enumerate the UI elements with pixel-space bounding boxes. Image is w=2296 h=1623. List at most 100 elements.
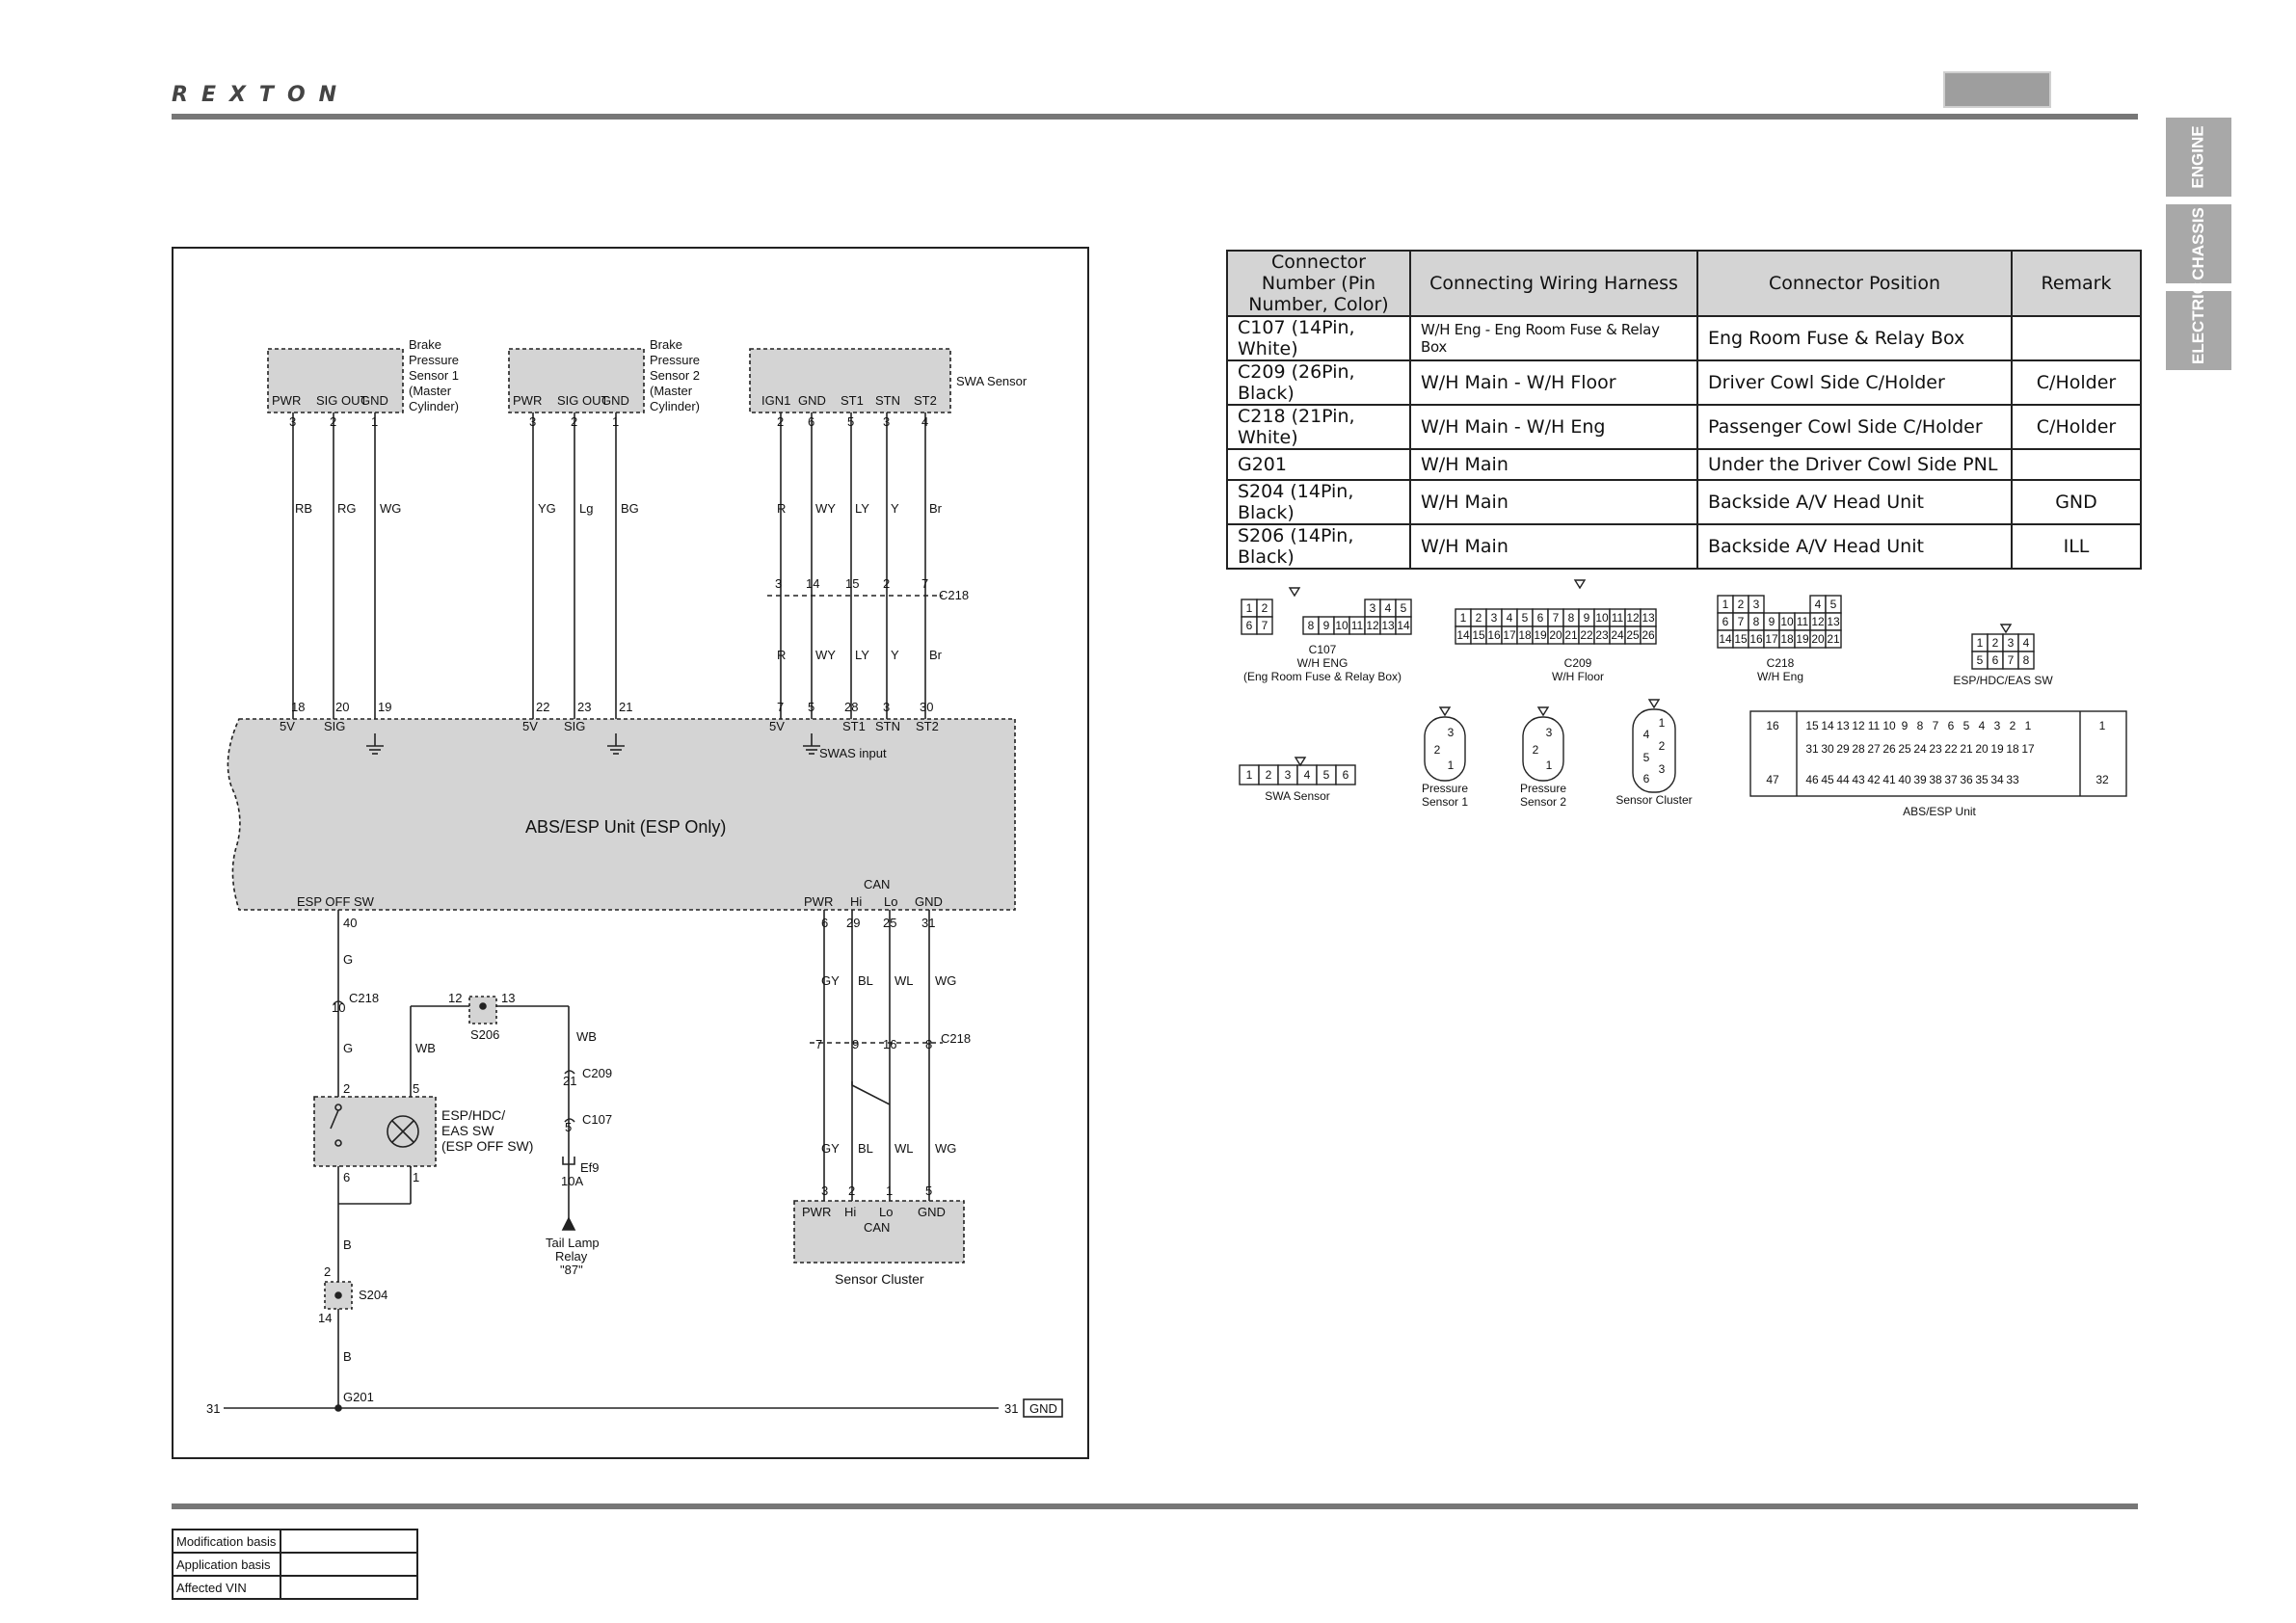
esp-wire-g-2: G (343, 1041, 353, 1055)
wiring-diagram-frame (172, 247, 1089, 1459)
abs-pin-label: 24 (1913, 742, 1927, 756)
bps1-num-2: 2 (330, 414, 336, 429)
cluster-title-0: Sensor Cluster (1615, 793, 1692, 807)
bps1-wire-1: RB (295, 501, 312, 516)
c107-pin-label: 4 (1385, 601, 1392, 615)
c107-pin-label: 10 (1335, 619, 1348, 632)
abs-pin-label: 21 (1960, 742, 1973, 756)
ps2-title-1: Sensor 2 (1520, 795, 1566, 809)
swa-unit-pin-1: 7 (777, 700, 784, 714)
c218-pin-label: 7 (1738, 615, 1745, 628)
abs-pin-label: 8 (1917, 719, 1924, 732)
bps2-pin-gnd: GND (601, 393, 629, 408)
c209-label: C209 (582, 1066, 612, 1080)
c209-pin-label: 13 (1642, 611, 1655, 625)
bps2-wire-2: Lg (579, 501, 593, 516)
c218-pin-label: 3 (1753, 598, 1760, 611)
c107-pin-label: 1 (1246, 601, 1253, 615)
cluster-pin-lo: Lo (879, 1205, 893, 1219)
unit-label-sig-2: SIG (564, 719, 585, 733)
header-wiring-harness: Connecting Wiring Harness (1409, 250, 1698, 317)
cell-remark: C/Holder (2011, 404, 2142, 450)
c107-pin (1256, 616, 1273, 635)
bps1-name-4: (Master (409, 384, 452, 398)
c218-pin-label: 14 (1719, 632, 1732, 646)
swa-pin-label: 4 (1304, 768, 1311, 782)
brake-pressure-sensor-2-box (508, 348, 645, 413)
tab-chassis[interactable]: CHASSIS (2166, 204, 2231, 283)
abs-pin-label: 23 (1929, 742, 1942, 756)
tab-electric[interactable]: ELECTRIC (2166, 282, 2231, 370)
swa-pin-4: STN (875, 393, 900, 408)
swa-wire-5: Br (929, 501, 943, 516)
bps2-num-1: 3 (529, 414, 536, 429)
ps1-pin-label: 2 (1434, 743, 1441, 757)
tab-engine[interactable]: ENGINE (2166, 118, 2231, 197)
bps1-unit-pin-2: 20 (335, 700, 349, 714)
bps2-pin-pwr: PWR (513, 393, 542, 408)
swa-wire-b-5: Br (929, 648, 943, 662)
swa-wire-4: Y (891, 501, 899, 516)
revision-row: Application basis (172, 1552, 418, 1577)
c209-pin-label: 12 (1626, 611, 1640, 625)
c107-pin-label: 14 (1397, 619, 1410, 632)
c209-pin-label: 19 (1534, 628, 1547, 642)
header-connector-position: Connector Position (1696, 250, 2013, 317)
cell-position: Eng Room Fuse & Relay Box (1696, 315, 2013, 361)
tail-lamp-3: "87" (560, 1263, 583, 1277)
ground-pin-left: 31 (206, 1401, 220, 1416)
c209-pin-label: 3 (1491, 611, 1498, 625)
table-row: C107 (14Pin, White) W/H Eng - Eng Room F… (1226, 315, 2142, 361)
cluster-pin-label: 3 (1659, 762, 1666, 776)
swa-title-0: SWA Sensor (1265, 789, 1330, 803)
c107-title-1: W/H ENG (1297, 656, 1348, 670)
cluster-pin-pwr: PWR (802, 1205, 831, 1219)
esp-sw-pin-label: 3 (2008, 636, 2015, 650)
c209-pin-label: 15 (1472, 628, 1485, 642)
bps2-unit-pin-1: 22 (536, 700, 549, 714)
table-row: C218 (21Pin, White) W/H Main - W/H Eng P… (1226, 404, 2142, 450)
bps1-unit-pin-3: 19 (378, 700, 391, 714)
cluster-pin-label: 2 (1659, 739, 1666, 753)
cluster-wire-b-2: BL (858, 1141, 873, 1156)
cell-connector: C218 (21Pin, White) (1226, 404, 1411, 450)
c218-pin-label: 18 (1780, 632, 1794, 646)
c209-pin-label: 14 (1456, 628, 1470, 642)
c218-pin-label: 19 (1796, 632, 1809, 646)
c218-pin-label: 2 (1738, 598, 1745, 611)
abs-pin-label: 40 (1898, 773, 1911, 786)
c107-pin-label: 12 (1366, 619, 1379, 632)
cluster-pin-label: 4 (1643, 728, 1650, 741)
bps1-pin-pwr: PWR (272, 393, 301, 408)
abs-pin-label: 45 (1821, 773, 1834, 786)
swa-pin-label: 3 (1285, 768, 1292, 782)
ps2-pin-label: 1 (1546, 758, 1553, 772)
bps1-name-5: Cylinder) (409, 399, 459, 413)
application-basis-value (280, 1552, 418, 1577)
swa-num-2: 6 (808, 414, 814, 429)
c209-pin-label: 21 (1564, 628, 1578, 642)
c107-label: C107 (582, 1112, 612, 1127)
abs-pin-label: 43 (1852, 773, 1865, 786)
rexton-logo: REXTON (172, 83, 351, 107)
unit-label-5v-1: 5V (280, 719, 295, 733)
swa-unit-pin-2: 5 (808, 700, 814, 714)
esp-sw-pin-label: 8 (2023, 653, 2030, 667)
sw-pin-2: 2 (343, 1081, 350, 1096)
esp-sw-name-3: (ESP OFF SW) (441, 1138, 533, 1154)
abs-pin-label: 9 (1902, 719, 1909, 732)
sensor-cluster-name: Sensor Cluster (835, 1271, 924, 1287)
swa-pin-label: 1 (1246, 768, 1253, 782)
cell-position: Backside A/V Head Unit (1696, 523, 2013, 570)
cell-remark: C/Holder (2011, 359, 2142, 406)
abs-pin-label: 1 (2025, 719, 2032, 732)
cluster-num-4: 5 (925, 1184, 932, 1198)
unit-label-st2: ST2 (916, 719, 939, 733)
gnd-label: GND (1029, 1401, 1057, 1416)
ps1-pin-label: 1 (1448, 758, 1455, 772)
c218-pin-label: 5 (1830, 598, 1837, 611)
cluster-pin-label: 6 (1643, 772, 1650, 785)
unit-pin-40: 40 (343, 916, 357, 930)
cell-harness: W/H Main - W/H Floor (1409, 359, 1698, 406)
